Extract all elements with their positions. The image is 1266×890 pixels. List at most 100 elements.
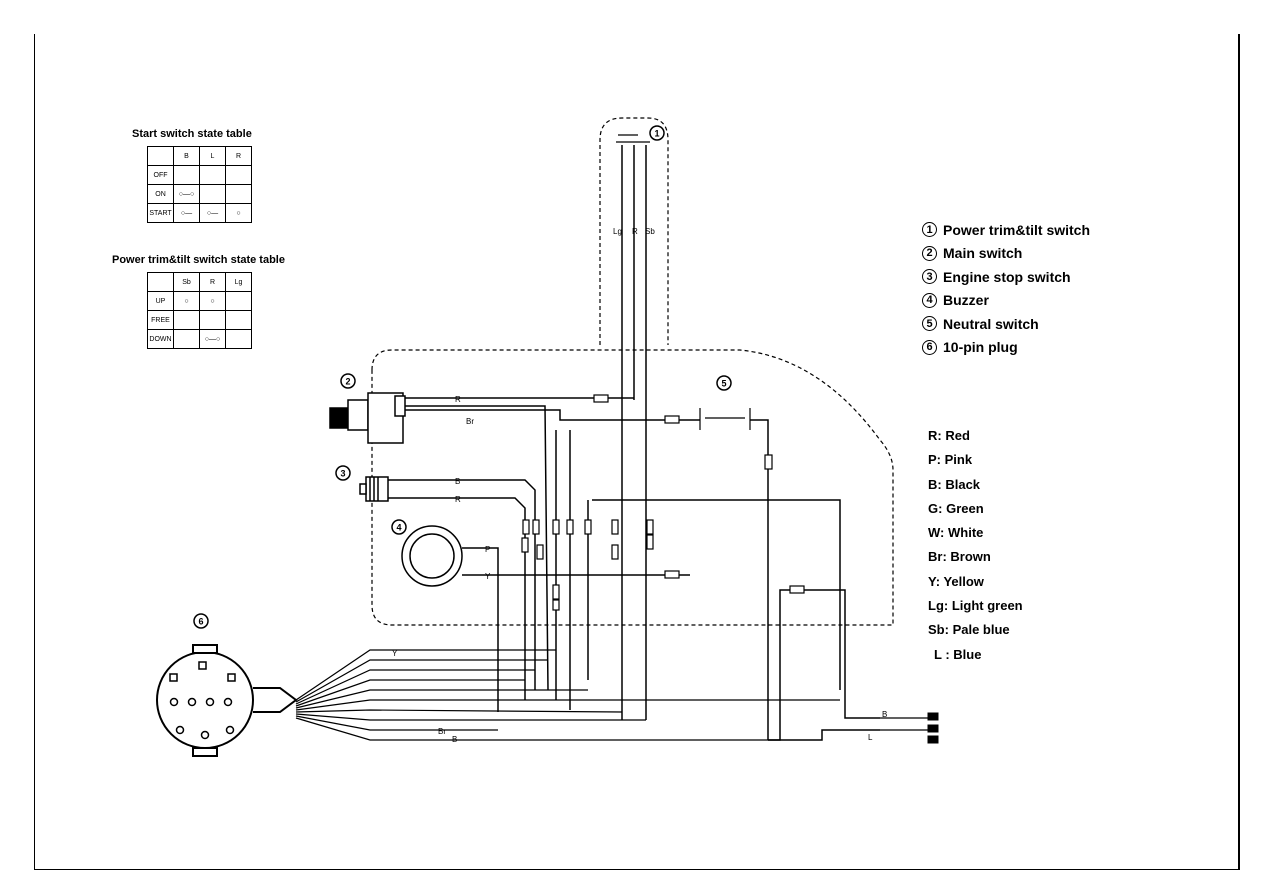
- wire-label-trim-lg: Lg: [613, 227, 622, 236]
- wire-label-trim-sb: Sb: [645, 227, 655, 236]
- color-name: Pink: [944, 452, 973, 468]
- color-code: R: [928, 428, 938, 443]
- trim-switch-contacts: [616, 134, 650, 143]
- callout-1-label: 1: [654, 129, 659, 139]
- connector-2: [664, 415, 680, 424]
- color-key-item: Br: Brown: [928, 549, 991, 565]
- legend-label: 10-pin plug: [943, 339, 1018, 356]
- wire-label-buzzer-y: Y: [485, 572, 491, 581]
- component-legend: 1 Power trim&tilt switch 2 Main switch 3 En…: [922, 218, 1090, 359]
- neutral-switch-contacts: [699, 408, 751, 430]
- ten-pin-plug-body: [156, 644, 298, 757]
- connector-12: [536, 544, 544, 560]
- connector-17: [789, 585, 805, 594]
- trim-switch-boundary: [599, 117, 669, 345]
- color-code: Br: [928, 549, 943, 565]
- connector-10: [646, 519, 654, 535]
- wire-label-bundle-br: Br: [438, 727, 446, 736]
- wire-label-stop-r: R: [455, 495, 461, 504]
- color-key-item: W: White: [928, 525, 984, 541]
- table-row: B L R: [147, 146, 252, 166]
- trim-motor-plug-body: [880, 712, 939, 744]
- color-key-item: B: Black: [928, 476, 981, 492]
- connector-1: [593, 394, 609, 403]
- connector-4: [522, 519, 530, 535]
- harness-wires: [295, 649, 840, 741]
- legend-label: Engine stop switch: [943, 268, 1071, 285]
- table-cell: ○: [225, 203, 252, 223]
- color-code: L: [934, 646, 942, 662]
- color-code: B: [928, 476, 938, 492]
- color-code: W: [928, 525, 941, 541]
- trim-switch-table-title: Power trim&tilt switch state table: [112, 254, 285, 266]
- callout-6-circle: [193, 613, 209, 629]
- color-key-item: L : Blue: [934, 646, 982, 662]
- callout-5-circle: [716, 375, 732, 391]
- table-row: Sb R Lg: [147, 272, 252, 292]
- color-code: Sb: [928, 622, 945, 638]
- color-name: Light green: [951, 598, 1023, 614]
- start-switch-table: B L R OFF ON ○—○ START ○— ○— ○: [147, 146, 252, 223]
- legend-item: 2 Main switch: [922, 242, 1090, 266]
- table-cell: [225, 329, 252, 349]
- wire-label-buzzer-p: P: [485, 545, 490, 554]
- engine-stop-switch-body: [359, 476, 389, 502]
- frame-right-border: [1238, 34, 1240, 870]
- connector-3: [764, 454, 773, 470]
- connector-15: [552, 584, 560, 600]
- legend-number: 1: [922, 222, 937, 238]
- color-key-item: Sb: Pale blue: [928, 622, 1010, 638]
- connector-6: [552, 519, 560, 535]
- color-code: Y: [928, 573, 936, 589]
- legend-number: 3: [922, 269, 937, 285]
- legend-item: 1 Power trim&tilt switch: [922, 218, 1090, 242]
- color-name: Blue: [953, 646, 982, 662]
- legend-number: 6: [922, 339, 937, 355]
- wire-label-plug-b: B: [882, 710, 887, 719]
- frame-bottom-border: [34, 869, 1239, 870]
- table-row: FREE: [147, 310, 252, 330]
- connector-13: [611, 544, 619, 560]
- legend-label: Neutral switch: [943, 315, 1039, 332]
- color-key-item: Lg: Light green: [928, 598, 1023, 614]
- wire-label-bundle-y: Y: [392, 649, 398, 658]
- color-code: Lg: [928, 598, 944, 614]
- connector-7: [566, 519, 574, 535]
- connector-5: [532, 519, 540, 535]
- color-code: G: [928, 500, 939, 516]
- color-code: P: [928, 452, 937, 468]
- color-key-item: P: Pink: [928, 452, 973, 468]
- callout-3-label: 3: [340, 469, 345, 479]
- table-row: DOWN ○—○: [147, 329, 252, 349]
- wire-label-plug-l: L: [868, 733, 873, 742]
- callout-2-circle: [340, 373, 356, 389]
- table-row: UP ○ ○: [147, 291, 252, 311]
- callout-4-circle: [391, 519, 407, 535]
- color-key-item: Y: Yellow: [928, 573, 984, 589]
- connector-9: [611, 519, 619, 535]
- connector-18: [552, 599, 560, 611]
- wire-neutral-out: [750, 419, 769, 740]
- wire-bus-4: [592, 499, 841, 690]
- legend-number: 4: [922, 292, 937, 308]
- wire-stop-r: [387, 497, 526, 700]
- legend-label: Power trim&tilt switch: [943, 221, 1091, 238]
- color-name: White: [948, 525, 984, 541]
- legend-item: 3 Engine stop switch: [922, 265, 1090, 289]
- wire-color-key: R: Red P: Pink B: Black G: Green W: Whit…: [928, 428, 1023, 671]
- legend-number: 2: [922, 245, 937, 261]
- color-name: Brown: [950, 549, 991, 565]
- trim-switch-table: Sb R Lg UP ○ ○ FREE DOWN ○—○: [147, 272, 252, 349]
- frame-left-border: [34, 34, 35, 870]
- wire-stop-b: [387, 479, 536, 690]
- wire-to-motor-lower: [768, 729, 880, 741]
- table-row: START ○— ○— ○: [147, 203, 252, 223]
- legend-label: Main switch: [943, 245, 1023, 262]
- color-key-item: R: Red: [928, 428, 970, 443]
- legend-item: 6 10-pin plug: [922, 336, 1090, 360]
- connector-14: [646, 534, 654, 550]
- wire-main-br: [405, 409, 700, 421]
- wire-main-extra: [405, 405, 549, 691]
